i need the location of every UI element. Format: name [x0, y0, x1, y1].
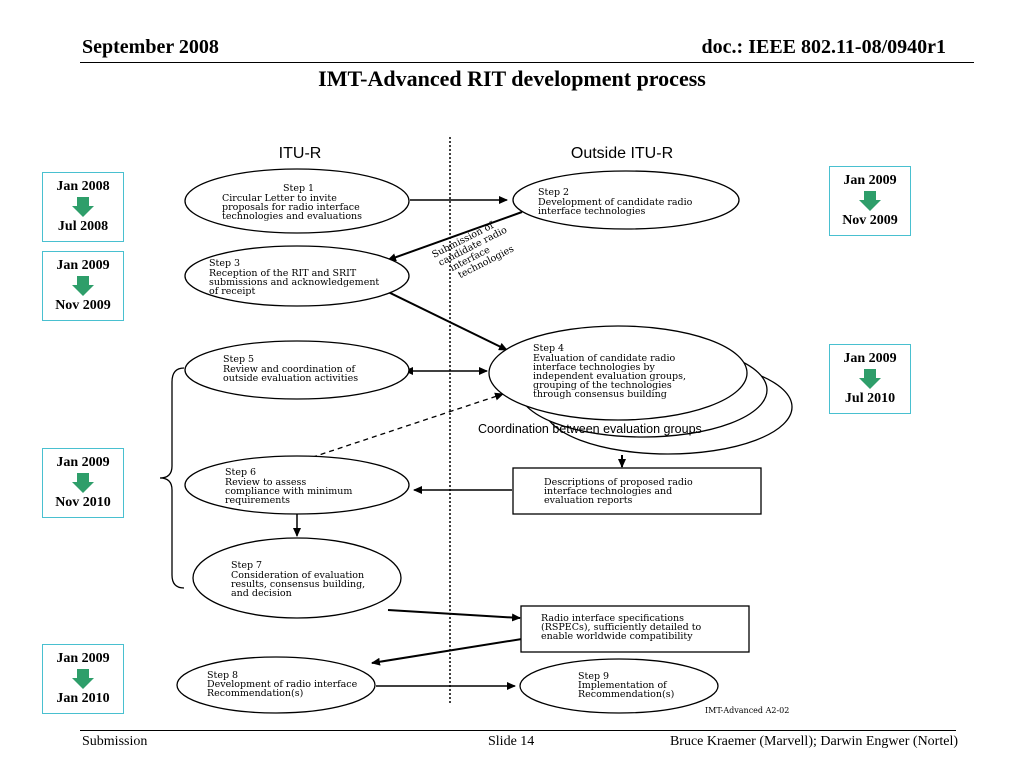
footer-slide-number: Slide 14	[488, 734, 535, 749]
step4-title: Step 4	[533, 343, 564, 354]
footer-authors: Bruce Kraemer (Marvell); Darwin Engwer (…	[669, 734, 958, 749]
arrow-step2-to-step3	[387, 211, 523, 262]
descriptions-line: interface technologies and	[544, 486, 672, 497]
step4-ellipse	[488, 325, 748, 421]
step2-line: Development of candidate radio	[538, 197, 693, 208]
footer-divider	[80, 730, 956, 731]
date-from: Jan 2009	[843, 173, 897, 188]
arrow-rspecs-to-step8	[371, 637, 529, 666]
rspecs-line: Radio interface specifications	[541, 613, 684, 624]
descriptions-box	[512, 467, 762, 515]
rspecs-line: enable worldwide compatibility	[541, 631, 693, 642]
date-to: Nov 2010	[55, 495, 111, 510]
step3-line: Reception of the RIT and SRIT	[209, 268, 357, 279]
date-from: Jan 2009	[56, 258, 110, 273]
step5-ellipse	[184, 340, 410, 400]
rspecs-line: (RSPECs), sufficiently detailed to	[541, 622, 702, 633]
step6-line: requirements	[225, 495, 290, 506]
coordination-label: Coordination between evaluation groups	[478, 422, 702, 436]
step5-title: Step 5	[223, 354, 254, 365]
submission-label: Submission of candidate radio interface …	[430, 219, 516, 281]
date-box-step4: Jan 2009 Jul 2010	[829, 344, 911, 414]
down-arrow-icon	[859, 369, 881, 389]
step6-line: compliance with minimum	[225, 486, 352, 497]
date-to: Jul 2008	[57, 219, 109, 234]
date-box-step3: Jan 2009 Nov 2009	[42, 251, 124, 321]
step1-line: proposals for radio interface	[222, 202, 360, 213]
date-to: Jan 2010	[56, 691, 110, 706]
header-date: September 2008	[82, 36, 219, 58]
step2-ellipse	[512, 170, 740, 230]
date-box-step1: Jan 2008 Jul 2008	[42, 172, 124, 242]
arrow-step3-to-step4	[379, 287, 508, 351]
footer-submission: Submission	[82, 734, 148, 749]
brace-steps-5-7	[159, 367, 185, 589]
down-arrow-icon	[72, 197, 94, 217]
down-arrow-icon	[72, 669, 94, 689]
step9-title: Step 9	[578, 671, 609, 682]
step3-ellipse	[184, 245, 410, 307]
date-from: Jan 2009	[56, 651, 110, 666]
down-arrow-icon	[72, 473, 94, 493]
step8-line: Development of radio interface	[207, 679, 358, 690]
step2-line: interface technologies	[538, 206, 645, 217]
step7-line: and decision	[231, 588, 292, 599]
date-box-step8: Jan 2009 Jan 2010	[42, 644, 124, 714]
step9-line: Recommendation(s)	[578, 689, 674, 700]
step4-line: independent evaluation groups,	[533, 371, 686, 382]
reference-code: IMT-Advanced A2-02	[705, 706, 789, 715]
date-to: Nov 2009	[842, 213, 898, 228]
date-box-step2: Jan 2009 Nov 2009	[829, 166, 911, 236]
step9-ellipse	[519, 658, 719, 714]
step5-line: Review and coordination of	[223, 364, 356, 375]
date-from: Jan 2009	[56, 455, 110, 470]
step7-line: Consideration of evaluation	[231, 570, 364, 581]
step1-title: Step 1	[283, 183, 314, 194]
down-arrow-icon	[859, 191, 881, 211]
step1-ellipse	[184, 168, 410, 234]
step2-title: Step 2	[538, 187, 569, 198]
step4-line: through consensus building	[533, 389, 667, 400]
date-box-steps5-7: Jan 2009 Nov 2010	[42, 448, 124, 518]
step7-title: Step 7	[231, 560, 262, 571]
step4-line: Evaluation of candidate radio	[533, 353, 676, 364]
header-doc-id: doc.: IEEE 802.11-08/0940r1	[701, 36, 946, 58]
step6-line: Review to assess	[225, 477, 306, 488]
step4-line: interface technologies by	[533, 362, 655, 373]
step1-line: technologies and evaluations	[222, 211, 362, 222]
step5-line: outside evaluation activities	[223, 373, 358, 384]
step7-ellipse	[192, 537, 402, 619]
step8-ellipse	[176, 656, 376, 714]
arrow-step7-to-rspecs	[387, 609, 521, 622]
step6-title: Step 6	[225, 467, 256, 478]
rspecs-box	[520, 605, 750, 653]
date-to: Jul 2010	[844, 391, 896, 406]
step4-line: grouping of the technologies	[533, 380, 672, 391]
step1-line: Circular Letter to invite	[222, 193, 337, 204]
slide-title: IMT-Advanced RIT development process	[318, 66, 706, 91]
column-header-outside-itu-r: Outside ITU-R	[571, 145, 673, 162]
descriptions-line: Descriptions of proposed radio	[544, 477, 693, 488]
descriptions-line: evaluation reports	[544, 495, 633, 506]
date-from: Jan 2009	[843, 351, 897, 366]
step7-line: results, consensus building,	[231, 579, 365, 590]
date-from: Jan 2008	[56, 179, 110, 194]
header-divider	[80, 62, 974, 63]
step8-title: Step 8	[207, 670, 238, 681]
step3-line: of receipt	[209, 286, 255, 297]
column-header-itu-r: ITU-R	[279, 145, 322, 162]
dashed-arrow-step6-to-step4	[294, 392, 504, 464]
step6-ellipse	[184, 455, 410, 515]
down-arrow-icon	[72, 276, 94, 296]
step9-line: Implementation of	[578, 680, 668, 691]
date-to: Nov 2009	[55, 298, 111, 313]
step3-title: Step 3	[209, 258, 240, 269]
step3-line: submissions and acknowledgement	[209, 277, 379, 288]
step8-line: Recommendation(s)	[207, 688, 303, 699]
